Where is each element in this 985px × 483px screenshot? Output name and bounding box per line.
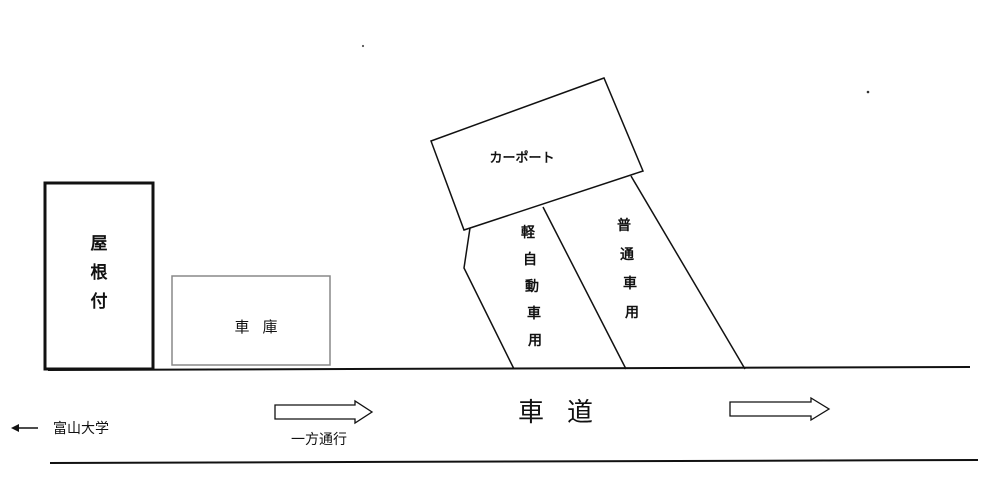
kei-car-char-2: 自 — [523, 251, 537, 268]
one-way-label: 一方通行 — [291, 432, 347, 448]
roofed-structure-char-2: 根 — [91, 262, 108, 283]
road-char-1: 車 — [518, 398, 544, 428]
garage-outline — [171, 275, 331, 366]
regular-car-char-2: 通 — [620, 247, 634, 263]
garage: 車 庫 — [171, 275, 331, 366]
parking-bays: 軽 自 動 車 用 普 通 車 用 — [463, 175, 746, 370]
arrow-left-icon — [11, 424, 38, 432]
direction-indicator: 富山大学 — [11, 420, 109, 437]
regular-car-bay-right-edge — [630, 175, 746, 370]
garage-char-2: 庫 — [262, 318, 277, 336]
bay-divider — [542, 206, 627, 370]
kei-car-char-3: 動 — [525, 278, 539, 295]
kei-car-char-5: 用 — [528, 333, 542, 349]
road-edge-bottom — [49, 459, 979, 464]
roofed-structure-char-1: 屋 — [91, 234, 108, 254]
road-edge-top — [47, 366, 971, 371]
garage-char-1: 車 — [234, 318, 249, 336]
carport-label: カーポート — [489, 150, 554, 166]
kei-car-char-1: 軽 — [521, 224, 536, 241]
road-char-2: 道 — [567, 398, 593, 428]
kei-car-char-4: 車 — [527, 305, 541, 322]
regular-car-char-4: 用 — [625, 305, 639, 321]
direction-label: 富山大学 — [53, 420, 109, 437]
carport: カーポート — [430, 77, 645, 231]
kei-car-bay-left-edge — [463, 227, 515, 370]
scan-speck — [361, 44, 365, 48]
hollow-arrow-right-icon — [274, 399, 374, 425]
roofed-structure-char-3: 付 — [91, 291, 108, 312]
roofed-structure: 屋 根 付 — [43, 181, 155, 371]
carport-outline — [430, 77, 645, 231]
regular-car-char-1: 普 — [617, 217, 631, 234]
scan-speck — [866, 90, 870, 94]
hollow-arrow-right-icon — [729, 396, 831, 422]
regular-car-char-3: 車 — [623, 275, 637, 292]
